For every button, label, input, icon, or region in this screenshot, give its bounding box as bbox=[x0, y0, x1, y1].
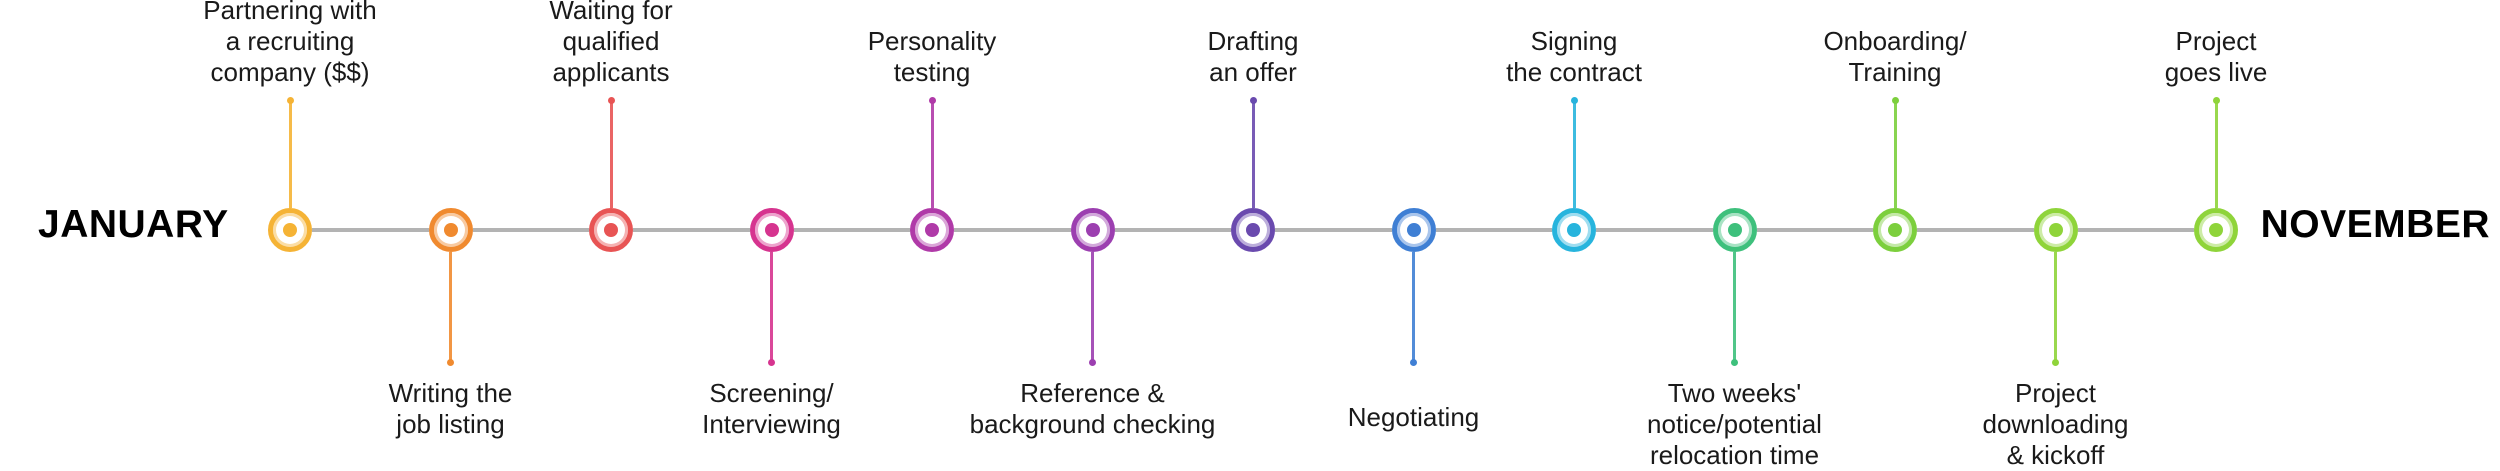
start-month-label: JANUARY bbox=[38, 203, 229, 246]
milestone-label: Signing the contract bbox=[1506, 26, 1642, 87]
milestone-ring bbox=[910, 208, 954, 252]
milestone-node bbox=[428, 208, 473, 252]
milestone-node bbox=[2033, 208, 2078, 252]
milestone-dot bbox=[443, 223, 458, 237]
milestone-label: Partnering with a recruiting company ($$… bbox=[203, 0, 377, 87]
milestone-node bbox=[910, 208, 954, 252]
milestone-node bbox=[1873, 208, 1917, 252]
milestone-ring bbox=[2033, 208, 2078, 252]
milestone-node bbox=[749, 208, 794, 252]
milestone-ring bbox=[1391, 208, 1436, 252]
milestone-dot bbox=[1567, 223, 1581, 237]
milestone-connector-end bbox=[607, 96, 615, 104]
milestone-connector bbox=[1251, 100, 1255, 208]
milestone-ring bbox=[589, 208, 633, 252]
milestone-ring bbox=[1070, 208, 1115, 252]
milestone-node bbox=[268, 208, 312, 252]
milestone-connector-end bbox=[2212, 96, 2220, 104]
milestone-connector-end bbox=[1731, 358, 1738, 366]
milestone-dot bbox=[1888, 223, 1902, 237]
milestone-label: Drafting an offer bbox=[1207, 26, 1299, 87]
milestone-node bbox=[1552, 208, 1596, 252]
milestone-dot bbox=[1085, 223, 1100, 237]
milestone-node bbox=[589, 208, 633, 252]
milestone-ring bbox=[749, 208, 794, 252]
milestone-connector-end bbox=[286, 96, 294, 104]
milestone-ring bbox=[1552, 208, 1596, 252]
milestone-node bbox=[1391, 208, 1436, 252]
milestone-ring bbox=[1873, 208, 1917, 252]
milestone-ring bbox=[2194, 208, 2238, 252]
milestone-connector bbox=[449, 252, 452, 362]
milestone-label: Writing the job listing bbox=[388, 378, 513, 439]
milestone-connector-end bbox=[1249, 96, 1257, 104]
milestone-dot bbox=[2209, 223, 2223, 237]
milestone-dot bbox=[1727, 223, 1742, 237]
milestone-connector bbox=[1412, 252, 1415, 362]
milestone-label: Project downloading & kickoff bbox=[1982, 378, 2129, 470]
milestone-dot bbox=[764, 223, 779, 237]
milestone-dot bbox=[604, 223, 618, 237]
milestone-connector bbox=[1091, 252, 1094, 362]
milestone-connector bbox=[2054, 252, 2057, 362]
milestone-label: Project goes live bbox=[2164, 26, 2268, 87]
milestone-dot bbox=[283, 223, 297, 237]
milestone-label: Screening/ Interviewing bbox=[702, 378, 841, 439]
milestone-connector bbox=[1733, 252, 1736, 362]
milestone-connector bbox=[2214, 100, 2218, 208]
milestone-label: Onboarding/ Training bbox=[1823, 26, 1967, 87]
milestone-connector bbox=[1572, 100, 1576, 208]
milestone-dot bbox=[1246, 223, 1260, 237]
milestone-connector-end bbox=[768, 358, 775, 366]
milestone-label: Reference & background checking bbox=[969, 378, 1216, 439]
milestone-connector-end bbox=[2052, 358, 2059, 366]
milestone-label: Negotiating bbox=[1347, 402, 1480, 432]
milestone-ring bbox=[1712, 208, 1757, 252]
milestone-node bbox=[1712, 208, 1757, 252]
end-month-label: NOVEMBER bbox=[2260, 203, 2490, 246]
milestone-label: Two weeks' notice/potential relocation t… bbox=[1647, 378, 1822, 470]
milestone-node bbox=[1070, 208, 1115, 252]
milestone-dot bbox=[2048, 223, 2063, 237]
milestone-label: Personality testing bbox=[867, 26, 997, 87]
milestone-connector-end bbox=[1410, 358, 1417, 366]
milestone-connector-end bbox=[447, 358, 454, 366]
milestone-dot bbox=[925, 223, 939, 237]
milestone-ring bbox=[1231, 208, 1275, 252]
milestone-connector-end bbox=[1089, 358, 1096, 366]
milestone-connector-end bbox=[1570, 96, 1578, 104]
milestone-connector bbox=[770, 252, 773, 362]
milestone-ring bbox=[428, 208, 473, 252]
milestone-connector bbox=[288, 100, 292, 208]
milestone-node bbox=[2194, 208, 2238, 252]
milestone-label: Waiting for qualified applicants bbox=[549, 0, 673, 87]
milestone-connector bbox=[609, 100, 613, 208]
milestone-connector-end bbox=[1891, 96, 1899, 104]
milestone-connector bbox=[1893, 100, 1897, 208]
milestone-dot bbox=[1406, 223, 1421, 237]
milestone-connector bbox=[930, 100, 934, 208]
milestone-ring bbox=[268, 208, 312, 252]
milestone-connector-end bbox=[928, 96, 936, 104]
milestone-node bbox=[1231, 208, 1275, 252]
